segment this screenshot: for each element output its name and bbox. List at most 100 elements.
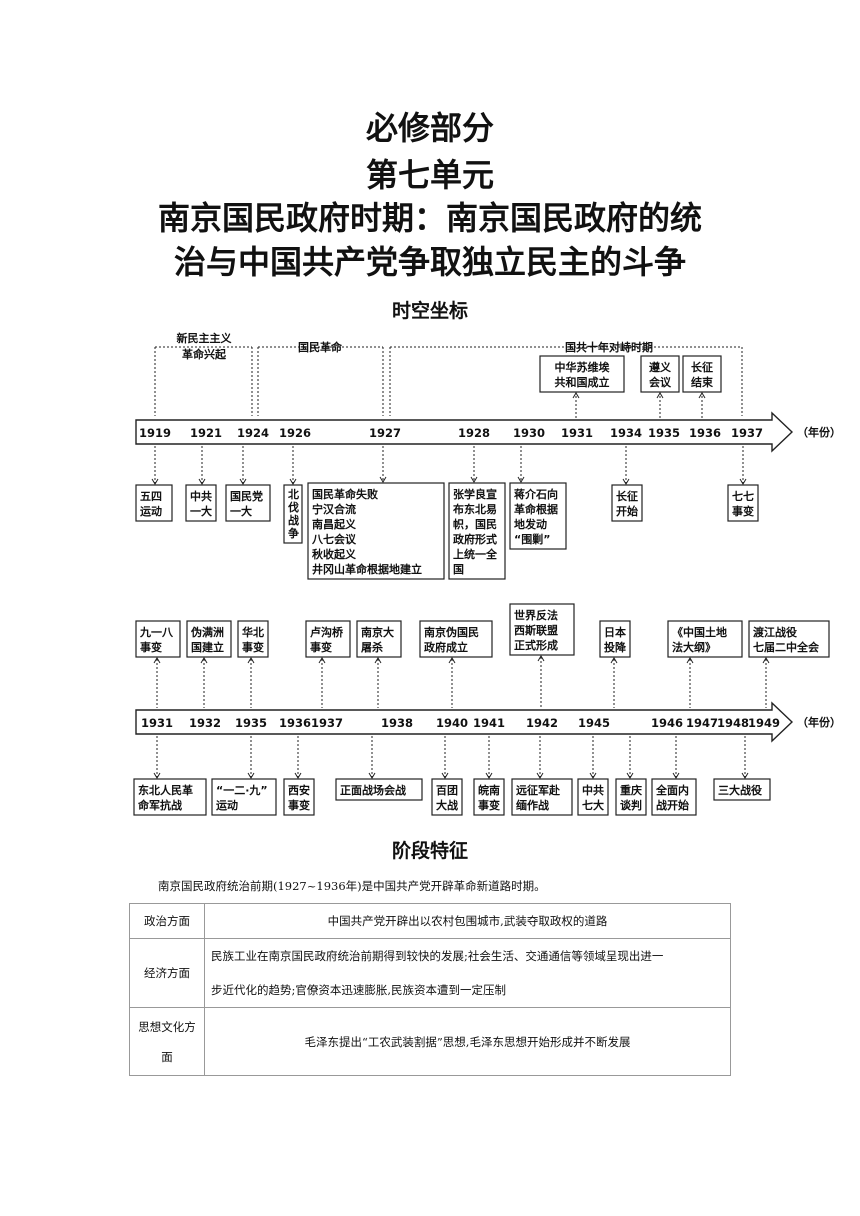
intro-text: 南京国民政府统治前期(1927~1936年)是中国共产党开辟革命新道路时期。 (158, 879, 546, 893)
event-top-line: 世界反法 (514, 608, 558, 622)
event-top-line: 结束 (690, 375, 714, 389)
event-top-line: 华北 (242, 625, 264, 639)
event-bottom-line: 张学良宣 (453, 487, 497, 501)
event-bottom-box (431, 778, 463, 816)
event-bottom-box (211, 778, 277, 816)
year-tick: 1931 (561, 426, 593, 440)
row-key: 经济方面 (129, 938, 205, 1008)
event-bottom-line: 革命根据 (514, 502, 558, 516)
timeline-axis-2 (135, 701, 794, 743)
year-tick: 1927 (369, 426, 401, 440)
year-tick: 1949 (748, 716, 780, 730)
year-tick: 1919 (139, 426, 171, 440)
table-row: 经济方面 民族工业在南京国民政府统治前期得到较快的发展;社会生活、交通通信等领域… (129, 938, 731, 1008)
arrow-down (247, 772, 255, 779)
year-tick: 1941 (473, 716, 505, 730)
year-tick: 1936 (279, 716, 311, 730)
event-bottom-box (283, 778, 315, 816)
event-bottom-box (307, 482, 445, 580)
event-bottom-line: 蒋介石向 (514, 487, 558, 501)
event-bottom-line: 井冈山革命根据地建立 (312, 562, 422, 576)
event-bottom-line: 事变 (288, 798, 310, 812)
title-line-1: 必修部分 (365, 109, 494, 147)
event-top-line: 南京大 (361, 625, 394, 639)
event-bottom-line: 争 (288, 526, 299, 540)
event-top-line: 七届二中全会 (753, 640, 820, 654)
event-bottom-line: 一大 (190, 504, 212, 518)
arrow-up (610, 657, 618, 664)
year-tick: 1937 (731, 426, 763, 440)
event-top-box (237, 620, 269, 658)
event-bottom-line: 运动 (216, 798, 238, 812)
arrow-down (153, 772, 161, 779)
arrow-down (239, 478, 247, 485)
event-bottom-line: 事变 (732, 504, 754, 518)
arrow-down (622, 478, 630, 485)
arrow-down (441, 772, 449, 779)
event-top-line: 政府成立 (424, 640, 468, 654)
arrow-up (537, 655, 545, 662)
arrow-up (698, 392, 706, 399)
year-tick: 1937 (311, 716, 343, 730)
event-top-line: 事变 (242, 640, 264, 654)
event-bottom-line: 宁汉合流 (312, 502, 356, 516)
year-tick: 1924 (237, 426, 269, 440)
event-top-box (509, 603, 575, 656)
unit-label: （年份） (797, 425, 841, 439)
title-line-4: 治与中国共产党争取独立民主的斗争 (173, 243, 686, 281)
event-bottom-box (713, 778, 771, 801)
event-top-box (539, 355, 625, 393)
event-bottom-line: 开始 (616, 504, 638, 518)
event-bottom-box (727, 484, 759, 522)
arrow-down (589, 772, 597, 779)
arrow-down (536, 772, 544, 779)
arrow-down (741, 772, 749, 779)
year-tick: 1926 (279, 426, 311, 440)
event-bottom-line: 正面战场会战 (340, 783, 406, 797)
event-top-box (186, 620, 232, 658)
event-top-line: 西斯联盟 (514, 623, 558, 637)
event-top-box (305, 620, 351, 658)
arrow-up (153, 657, 161, 664)
event-bottom-line: 七七 (732, 489, 754, 503)
event-bottom-line: 国 (453, 563, 464, 576)
event-bottom-line: 秋收起义 (312, 547, 357, 561)
event-bottom-line: 全面内 (655, 783, 689, 797)
event-top-line: 法大纲》 (672, 640, 716, 654)
features-table: 政治方面 中国共产党开辟出以农村包围城市,武装夺取政权的道路 经济方面 民族工业… (129, 903, 731, 1076)
event-top-box (356, 620, 402, 658)
event-bottom-line: 八七会议 (311, 532, 357, 546)
arrow-up (448, 657, 456, 664)
event-bottom-line: 布东北易 (453, 502, 497, 516)
arrow-down (517, 476, 525, 483)
event-bottom-line: 西安 (288, 783, 310, 797)
arrow-down (470, 476, 478, 483)
event-bottom-line: 大战 (436, 798, 458, 812)
event-top-box (682, 355, 722, 393)
year-tick: 1945 (578, 716, 610, 730)
event-top-line: 遵义 (649, 360, 672, 374)
arrow-down (739, 478, 747, 485)
event-bottom-line: 事变 (478, 798, 500, 812)
arrow-down (198, 478, 206, 485)
event-bottom-line: 中共 (582, 783, 604, 797)
year-tick: 1936 (689, 426, 721, 440)
event-top-box (419, 620, 493, 658)
event-top-box (135, 620, 181, 658)
event-bottom-line: 重庆 (620, 783, 642, 797)
event-top-line: 共和国成立 (555, 375, 610, 389)
event-top-box (748, 620, 830, 658)
event-top-line: 日本 (604, 625, 626, 639)
event-bottom-line: 中共 (190, 489, 212, 503)
event-bottom-line: 缅作战 (516, 798, 549, 812)
event-bottom-line: 国民革命失败 (312, 487, 378, 501)
arrow-down (151, 478, 159, 485)
arrow-up (247, 657, 255, 664)
row-key: 政治方面 (129, 903, 205, 939)
event-bottom-line: “一二·九” (216, 783, 268, 797)
event-bottom-line: 伐 (288, 500, 299, 514)
arrow-up (762, 657, 770, 664)
event-bottom-box (509, 482, 567, 550)
event-top-line: 九一八 (139, 625, 174, 639)
